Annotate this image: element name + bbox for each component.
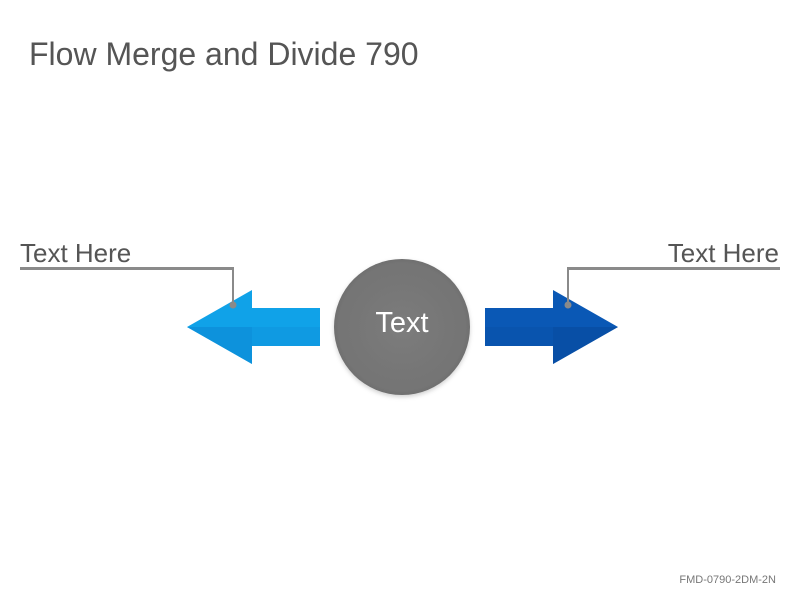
left-arrow <box>187 290 320 364</box>
center-node-circle <box>334 259 470 395</box>
left-callout-leader <box>20 267 237 309</box>
left-callout-label: Text Here <box>20 238 132 268</box>
right-arrow-shaft-shade <box>485 327 553 346</box>
footer-code: FMD-0790-2DM-2N <box>679 574 776 586</box>
right-arrow <box>485 290 618 364</box>
right-callout-leader <box>564 267 780 309</box>
right-arrow-lower-shade <box>553 327 618 364</box>
left-arrow-lower-shade <box>187 327 252 364</box>
left-callout-dot <box>229 301 237 309</box>
right-callout-dot <box>564 301 572 309</box>
page-title: Flow Merge and Divide 790 <box>29 36 419 72</box>
right-callout-label: Text Here <box>667 238 779 268</box>
center-node-label: Text <box>375 307 429 339</box>
left-arrow-shaft-shade <box>252 327 320 346</box>
